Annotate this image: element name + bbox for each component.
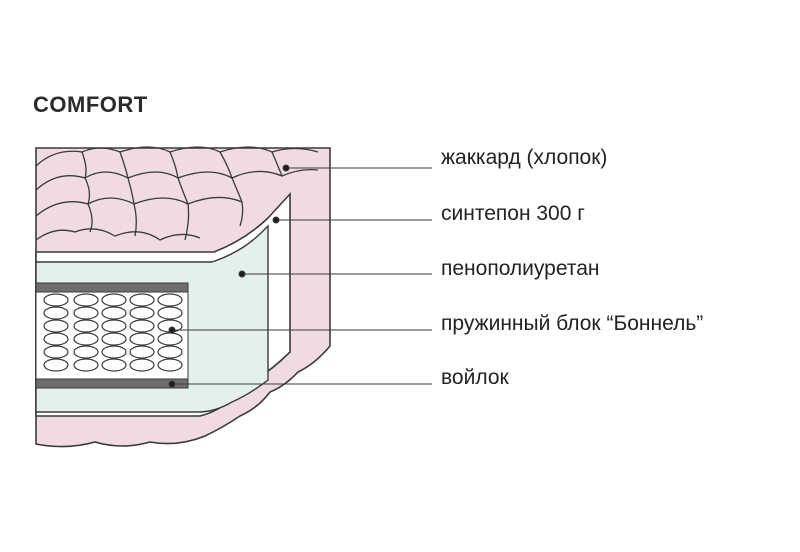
spring-coil xyxy=(157,345,183,359)
spring-coil xyxy=(129,358,155,372)
spring-coil xyxy=(73,332,99,346)
spring-coil xyxy=(43,358,69,372)
spring-coil xyxy=(43,319,69,333)
spring-coil xyxy=(43,332,69,346)
spring-coil xyxy=(73,306,99,320)
felt-bottom xyxy=(35,378,189,389)
diagram-title: COMFORT xyxy=(33,92,148,117)
spring-coil xyxy=(157,358,183,372)
spring-coil xyxy=(129,306,155,320)
spring-coil xyxy=(129,319,155,333)
label-felt: войлок xyxy=(441,366,509,389)
spring-coil xyxy=(101,306,127,320)
spring-coil xyxy=(101,293,127,307)
spring-coil xyxy=(73,319,99,333)
label-sintepon: синтепон 300 г xyxy=(441,202,585,225)
spring-coil xyxy=(101,345,127,359)
springs xyxy=(43,293,183,372)
spring-coil xyxy=(157,306,183,320)
spring-coil xyxy=(129,293,155,307)
spring-coil xyxy=(73,345,99,359)
spring-coil xyxy=(101,358,127,372)
spring-coil xyxy=(101,332,127,346)
quilting-pattern xyxy=(35,146,319,241)
label-foam: пенополиуретан xyxy=(441,257,600,280)
spring-coil xyxy=(129,332,155,346)
felt-top xyxy=(35,282,189,293)
spring-coil xyxy=(157,332,183,346)
spring-coil xyxy=(73,293,99,307)
spring-coil xyxy=(101,319,127,333)
spring-coil xyxy=(73,358,99,372)
leader-lines xyxy=(168,164,432,388)
spring-coil xyxy=(157,293,183,307)
label-jacquard: жаккард (хлопок) xyxy=(441,146,608,169)
label-spring-block: пружинный блок “Боннель” xyxy=(441,312,704,335)
spring-coil xyxy=(43,306,69,320)
spring-coil xyxy=(43,345,69,359)
spring-coil xyxy=(129,345,155,359)
spring-coil xyxy=(43,293,69,307)
